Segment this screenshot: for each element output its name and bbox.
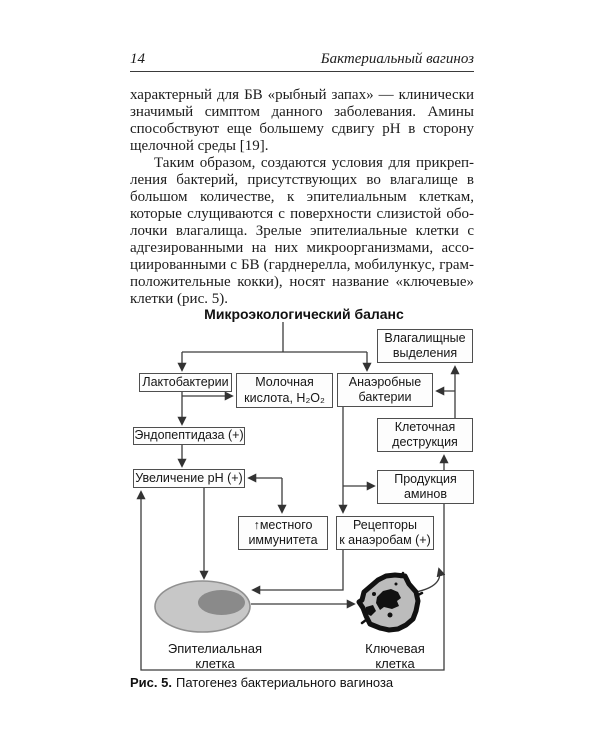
paragraph-1: характерный для БВ «рыбный запах» — клин…	[130, 87, 474, 155]
text-line: лочки влагалища. Зрелые эпителиальные кл…	[130, 223, 474, 239]
running-title: Бактериальный вагиноз	[320, 51, 474, 67]
text-line: адгезированными на них микроорганизмами,…	[130, 240, 474, 256]
key-cell-edge-spikes	[360, 571, 424, 625]
key-cell-label: Ключевая клетка	[335, 641, 455, 671]
paragraph-2: Таким образом, создаются условия для при…	[130, 155, 474, 308]
box-label: Лактобактерии	[142, 374, 229, 389]
box-label: Рецепторы	[353, 517, 417, 532]
box-label: деструкция	[392, 435, 458, 449]
box-label: выделения	[392, 346, 458, 360]
figure-caption-text: Патогенез бактериального вагиноза	[175, 675, 394, 690]
diagram-title: Микроэкологический баланс	[204, 306, 404, 322]
text-line: Таким образом, создаются условия для при…	[154, 155, 474, 171]
box-cell-destruction: Клеточная деструкция	[377, 418, 473, 452]
box-label: бактерии	[358, 390, 412, 404]
box-label: Продукция	[394, 471, 457, 486]
box-anaerobic-bacteria: Анаэробные бактерии	[337, 373, 433, 407]
box-label: аминов	[403, 487, 448, 501]
cell-label-line: клетка	[375, 655, 415, 671]
box-local-immunity: ↑местного иммунитета	[238, 516, 328, 550]
box-endopeptidase: Эндопептидаза (+)	[133, 427, 245, 445]
box-label: Клеточная	[394, 419, 456, 434]
key-cell-spots	[365, 582, 401, 618]
cell-label-line: клетка	[195, 655, 235, 671]
box-ph-increase: Увеличение pH (+)	[133, 469, 245, 488]
box-amine-production: Продукция аминов	[377, 470, 474, 504]
text-line: положительные кокки), носят название «кл…	[130, 274, 474, 290]
arrow-key-cell-to-amines	[415, 567, 446, 593]
page-number: 14	[130, 51, 145, 67]
text-line: щелочной среды [19].	[130, 138, 269, 154]
box-label: к анаэробам (+)	[339, 533, 431, 547]
arrow-receptors-to-epithelial-cell	[251, 550, 344, 595]
text-line: способствуют еще большему сдвигу pH в ст…	[130, 121, 474, 137]
box-lactobacteria: Лактобактерии	[139, 373, 232, 392]
box-label: Эндопептидаза (+)	[134, 428, 244, 443]
text-line: клетки (рис. 5).	[130, 291, 228, 307]
box-label: Анаэробные	[348, 374, 422, 389]
box-label: иммунитета	[248, 533, 318, 547]
body-text: характерный для БВ «рыбный запах» — клин…	[130, 87, 474, 308]
figure-caption: Рис. 5.Патогенез бактериального вагиноза	[130, 675, 490, 690]
cell-label-line: Эпителиальная	[167, 641, 263, 656]
text-line: большом количестве, к эпителиальным клет…	[130, 189, 474, 205]
page-header: 14 Бактериальный вагиноз	[130, 51, 474, 68]
epithelial-cell-nucleus	[198, 590, 245, 615]
text-line: циированными с БВ (гарднерелла, мобилунк…	[130, 257, 474, 273]
box-label: Молочная	[255, 375, 314, 389]
box-label: ↑местного	[253, 517, 313, 532]
figure-caption-label: Рис. 5.	[130, 675, 172, 690]
arrow-amines-loop-to-ph	[136, 490, 445, 671]
text-line: ления бактерий, присутствующих во влагал…	[130, 172, 474, 188]
text-line: которые слущиваются с поверхности слизис…	[130, 206, 474, 222]
box-lactic-acid: Молочная кислота, H₂O₂	[236, 373, 333, 408]
box-vaginal-discharge: Влагалищные выделения	[377, 329, 473, 363]
text-line: значимый симптом данного заболевания. Ам…	[130, 104, 474, 120]
epithelial-cell-label: Эпителиальная клетка	[155, 641, 275, 671]
box-label: Увеличение pH (+)	[135, 470, 243, 485]
box-anaerobe-receptors: Рецепторы к анаэробам (+)	[336, 516, 434, 550]
cell-label-line: Ключевая	[365, 641, 425, 656]
box-label: Влагалищные	[384, 330, 466, 345]
text-line: характерный для БВ «рыбный запах» — клин…	[130, 87, 474, 103]
box-label: кислота, H₂O₂	[244, 390, 325, 405]
header-rule	[130, 71, 474, 72]
